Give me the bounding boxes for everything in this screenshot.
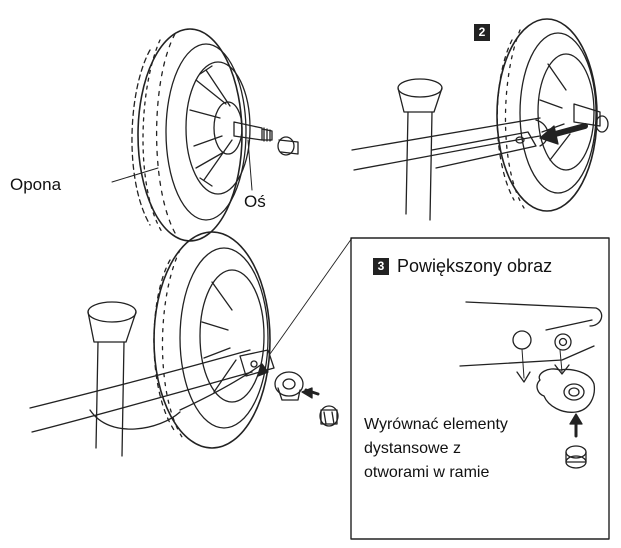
step-badge-3: 3 bbox=[373, 258, 389, 275]
step-badge-2: 2 bbox=[474, 24, 490, 41]
step3-wheel bbox=[153, 231, 271, 449]
step1-wheel bbox=[131, 28, 251, 242]
step2-wheel bbox=[496, 18, 609, 212]
zoom-connector bbox=[269, 237, 353, 355]
axle-label: Oś bbox=[244, 192, 266, 211]
step3-spacer-parts bbox=[274, 371, 339, 427]
instruction-line-2: dystansowe z bbox=[364, 440, 461, 457]
step1-axle bbox=[233, 121, 299, 191]
zoom-detail bbox=[459, 301, 603, 469]
tire-label: Opona bbox=[10, 175, 62, 194]
zoom-title: Powiększony obraz bbox=[397, 256, 553, 276]
instruction-line-1: Wyrównać elementy bbox=[364, 416, 508, 433]
zoom-box bbox=[350, 237, 610, 540]
step3-frame bbox=[29, 301, 275, 457]
step2-arrow bbox=[539, 123, 588, 145]
tire-leader-line bbox=[111, 167, 159, 183]
instruction-line-3: otworami w ramie bbox=[364, 464, 490, 481]
